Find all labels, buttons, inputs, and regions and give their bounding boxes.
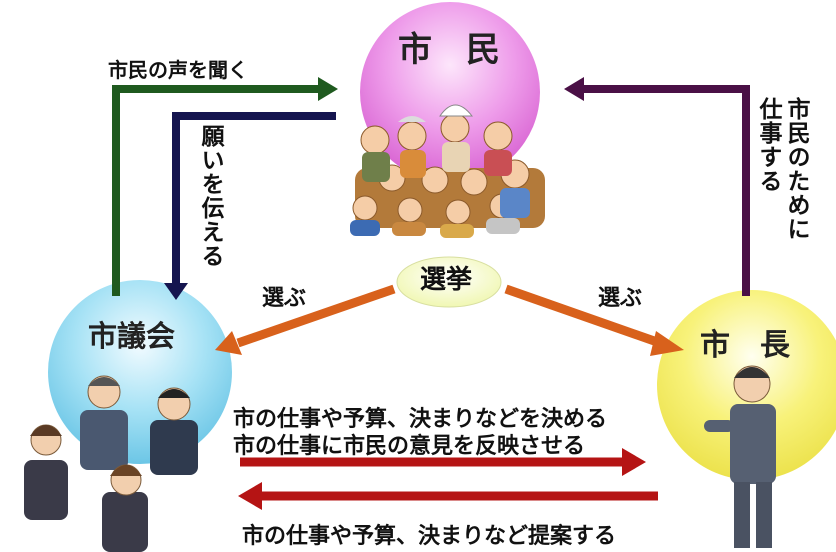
elect-mayor-label: 選ぶ [598, 286, 643, 311]
work-for-label-col2: 仕事する [755, 97, 781, 193]
elect-mayor-arrow [504, 284, 684, 356]
convey-label: 願いを伝える [197, 124, 223, 268]
mayor-title: 市 長 [700, 328, 790, 363]
elect-council-label: 選ぶ [262, 286, 307, 311]
work-for-label-col1: 市民のために [783, 97, 809, 241]
council-circle [48, 280, 232, 464]
council-to-mayor-arrow [240, 448, 646, 476]
citizens-title: 市 民 [398, 30, 500, 70]
elect-council-arrow [215, 284, 396, 355]
propose-statement: 市の仕事や予算、決まりなど提案する [242, 524, 617, 549]
listen-label: 市民の声を聞く [108, 58, 248, 82]
mayor-to-council-arrow [238, 482, 658, 510]
decide-statement-line2: 市の仕事に市民の意見を反映させる [233, 434, 586, 459]
election-oval [396, 256, 502, 308]
council-members-illustration [24, 375, 198, 552]
citizens-crowd-illustration [350, 104, 545, 238]
decide-statement-line1: 市の仕事や予算、決まりなどを決める [233, 407, 608, 432]
convey-arrow [164, 112, 336, 300]
council-title: 市議会 [88, 319, 176, 353]
mayor-illustration [704, 365, 776, 548]
listen-arrow [112, 77, 338, 296]
election-label: 選挙 [420, 265, 473, 295]
work-for-citizens-arrow [564, 77, 750, 296]
